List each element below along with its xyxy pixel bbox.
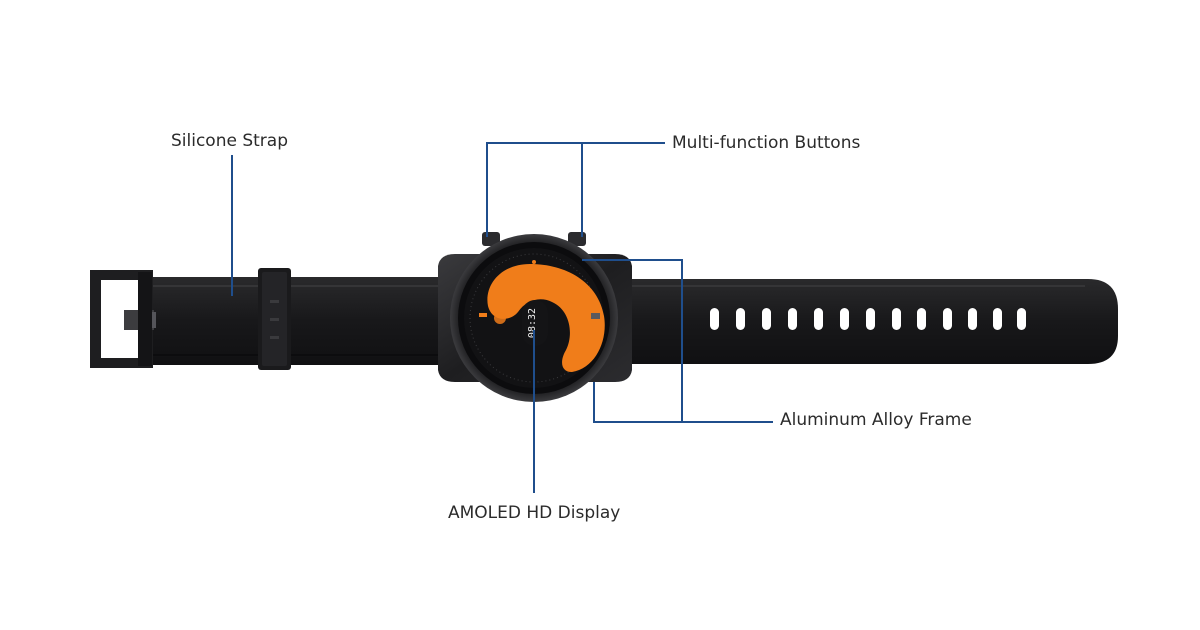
strap-buckle bbox=[90, 270, 156, 368]
callout-lines bbox=[231, 142, 773, 493]
watch-time: 08:32 bbox=[527, 308, 538, 338]
label-silicone-strap: Silicone Strap bbox=[171, 131, 288, 151]
label-amoled-hd-display: AMOLED HD Display bbox=[448, 503, 621, 523]
callout-buttons-line bbox=[486, 142, 665, 237]
strap-holes bbox=[710, 308, 1026, 330]
label-multi-function-buttons: Multi-function Buttons bbox=[672, 133, 861, 153]
right-indicator bbox=[591, 313, 600, 319]
time-pill bbox=[522, 300, 548, 346]
callout-frame-line-2 bbox=[593, 382, 682, 423]
label-aluminum-alloy-frame: Aluminum Alloy Frame bbox=[780, 410, 972, 430]
strap-keeper bbox=[258, 268, 291, 370]
orange-swirl bbox=[487, 264, 605, 372]
left-strap bbox=[138, 277, 468, 365]
callout-frame-line bbox=[582, 259, 773, 423]
left-indicator bbox=[479, 313, 487, 317]
right-strap bbox=[600, 279, 1118, 364]
